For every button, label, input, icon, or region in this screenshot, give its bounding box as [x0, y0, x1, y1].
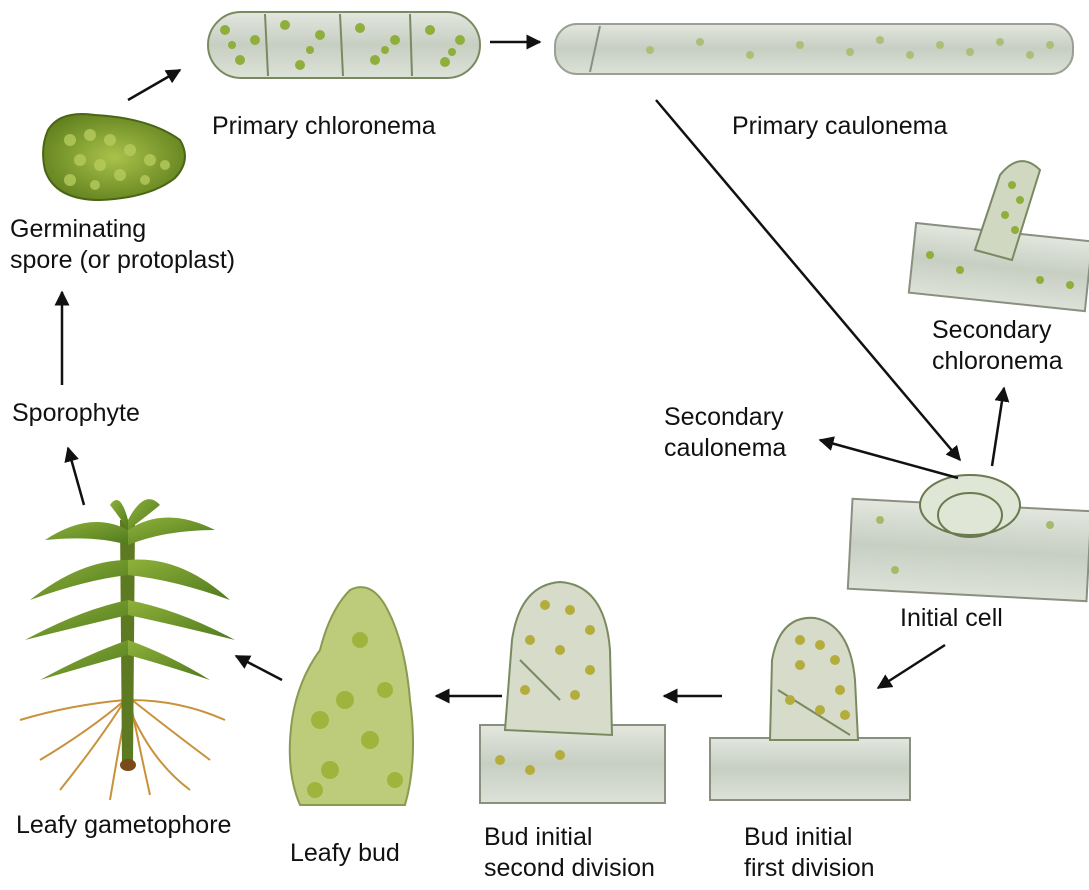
initial-cell-image [848, 475, 1089, 601]
arrow-leafybud-to-gametophore [236, 656, 282, 680]
label-secondary-chloronema: Secondary chloronema [932, 315, 1063, 377]
label-germinating-spore: Germinating spore (or protoplast) [10, 214, 235, 276]
label-bud-initial-second-division: Bud initial second division [484, 822, 655, 884]
secondary-chloronema-image [909, 161, 1089, 311]
label-sporophyte: Sporophyte [12, 398, 140, 429]
label-leafy-bud: Leafy bud [290, 838, 400, 869]
label-secondary-caulonema: Secondary caulonema [664, 402, 786, 464]
leafy-gametophore-image [20, 499, 235, 800]
label-primary-caulonema: Primary caulonema [732, 111, 947, 142]
primary-chloronema-image [208, 12, 480, 78]
primary-caulonema-image [555, 24, 1073, 74]
label-bud-initial-first-division: Bud initial first division [744, 822, 875, 884]
leafy-bud-image [290, 587, 413, 805]
label-primary-chloronema: Primary chloronema [212, 111, 436, 142]
arrow-initial-to-bud-first [878, 645, 945, 688]
arrow-initial-to-secondary-chloronema [992, 388, 1004, 466]
label-initial-cell: Initial cell [900, 603, 1003, 634]
germinating-spore-image [43, 114, 185, 200]
label-leafy-gametophore: Leafy gametophore [16, 810, 231, 841]
arrow-gametophore-to-sporophyte [68, 448, 84, 505]
bud-initial-second-division-image [480, 582, 665, 803]
arrow-spore-to-chloronema [128, 70, 180, 100]
bud-initial-first-division-image [710, 618, 910, 800]
arrow-initial-to-secondary-caulonema [820, 440, 958, 478]
